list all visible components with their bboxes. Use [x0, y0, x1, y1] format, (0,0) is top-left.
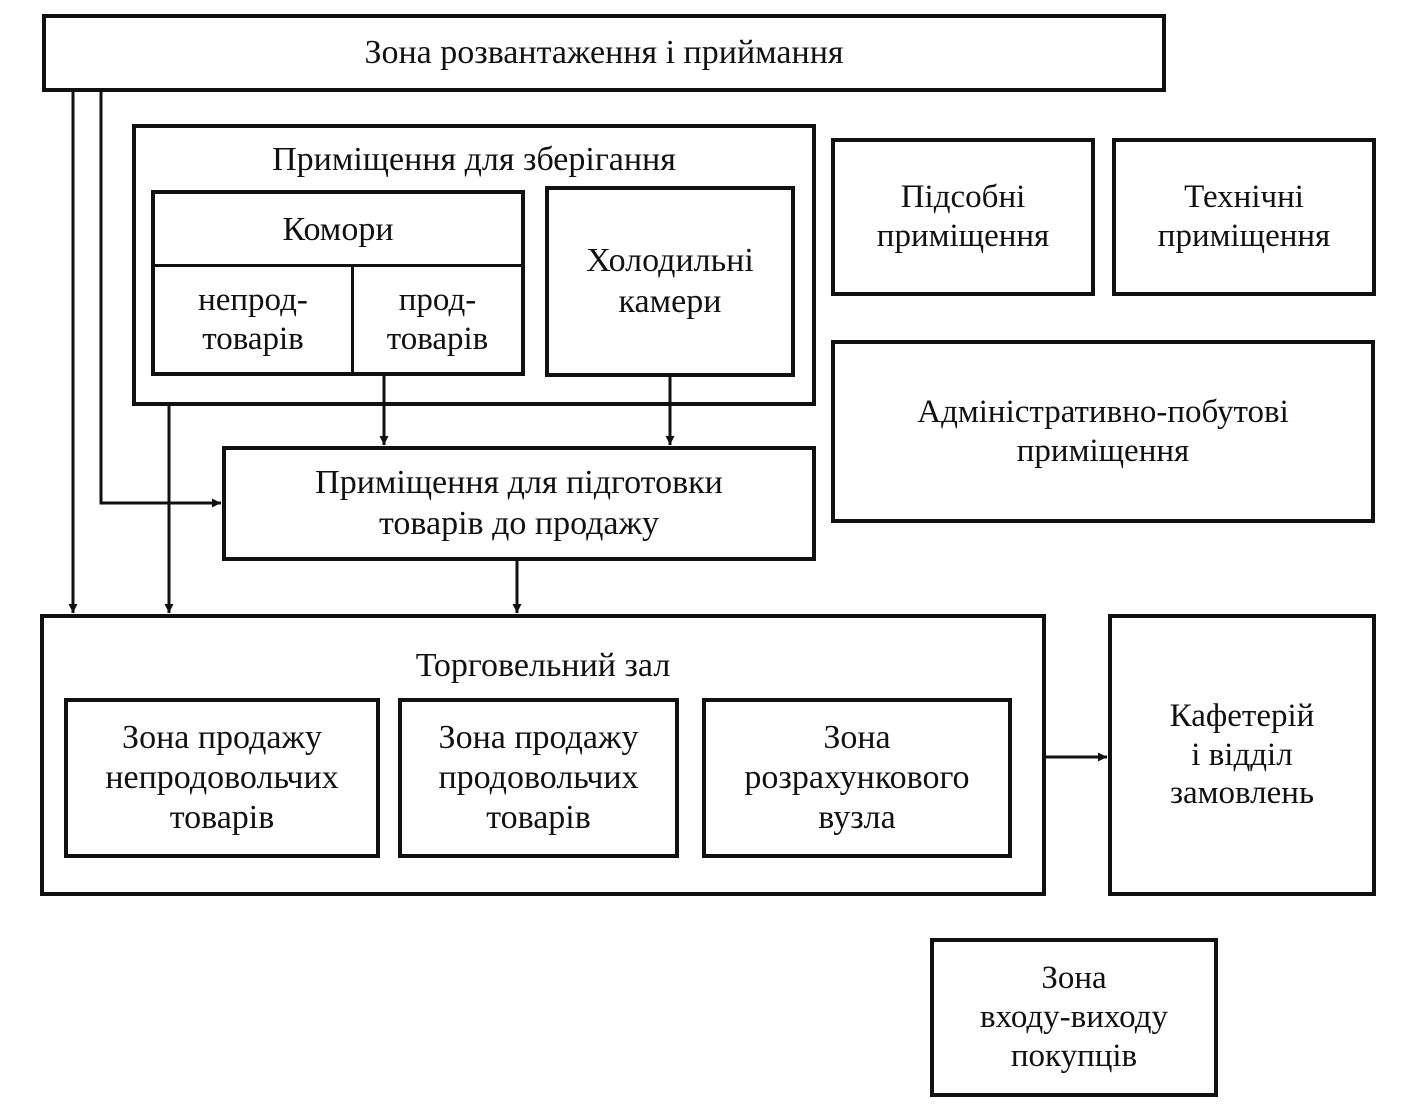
food-sales-zone-label: Зона продажу продовольчих товарів — [438, 718, 639, 837]
pantries-divider — [155, 264, 521, 267]
technical-rooms-label: Технічні приміщення — [1157, 179, 1331, 254]
technical-rooms-box: Технічні приміщення — [1112, 138, 1376, 296]
entrance-zone-label: Зона входу-виходу покупців — [980, 960, 1168, 1074]
pantries-split — [351, 264, 354, 372]
pantries-title: Комори — [282, 211, 394, 248]
pantries-box: Комори непрод- товарів прод- товарів — [151, 190, 525, 376]
food-sales-zone-box: Зона продажу продовольчих товарів — [398, 698, 679, 858]
auxiliary-rooms-label: Підсобні приміщення — [876, 179, 1050, 254]
cafeteria-box: Кафетерій і відділ замовлень — [1108, 614, 1376, 896]
preparation-rooms-label: Приміщення для підготовки товарів до про… — [315, 464, 723, 542]
auxiliary-rooms-box: Підсобні приміщення — [831, 138, 1095, 296]
pantry-nonfood: непрод- товарів — [198, 281, 308, 357]
unloading-zone-label: Зона розвантаження і приймання — [364, 33, 844, 71]
admin-rooms-box: Адміністративно-побутові приміщення — [831, 340, 1375, 523]
preparation-rooms-box: Приміщення для підготовки товарів до про… — [222, 446, 816, 561]
sales-hall-title: Торговельний зал — [415, 647, 671, 684]
entrance-zone-box: Зона входу-виходу покупців — [930, 938, 1218, 1097]
storage-rooms-title: Приміщення для зберігання — [272, 141, 676, 178]
cold-rooms-label: Холодильні камери — [586, 242, 754, 320]
checkout-zone-label: Зона розрахункового вузла — [744, 718, 970, 837]
nonfood-sales-zone-label: Зона продажу непродовольчих товарів — [105, 718, 339, 837]
cold-rooms-box: Холодильні камери — [545, 186, 795, 377]
admin-rooms-label: Адміністративно-побутові приміщення — [917, 393, 1289, 469]
pantry-food: прод- товарів — [386, 281, 489, 357]
cafeteria-label: Кафетерій і відділ замовлень — [1169, 697, 1315, 812]
unloading-zone-box: Зона розвантаження і приймання — [42, 14, 1166, 92]
checkout-zone-box: Зона розрахункового вузла — [702, 698, 1012, 858]
nonfood-sales-zone-box: Зона продажу непродовольчих товарів — [64, 698, 380, 858]
